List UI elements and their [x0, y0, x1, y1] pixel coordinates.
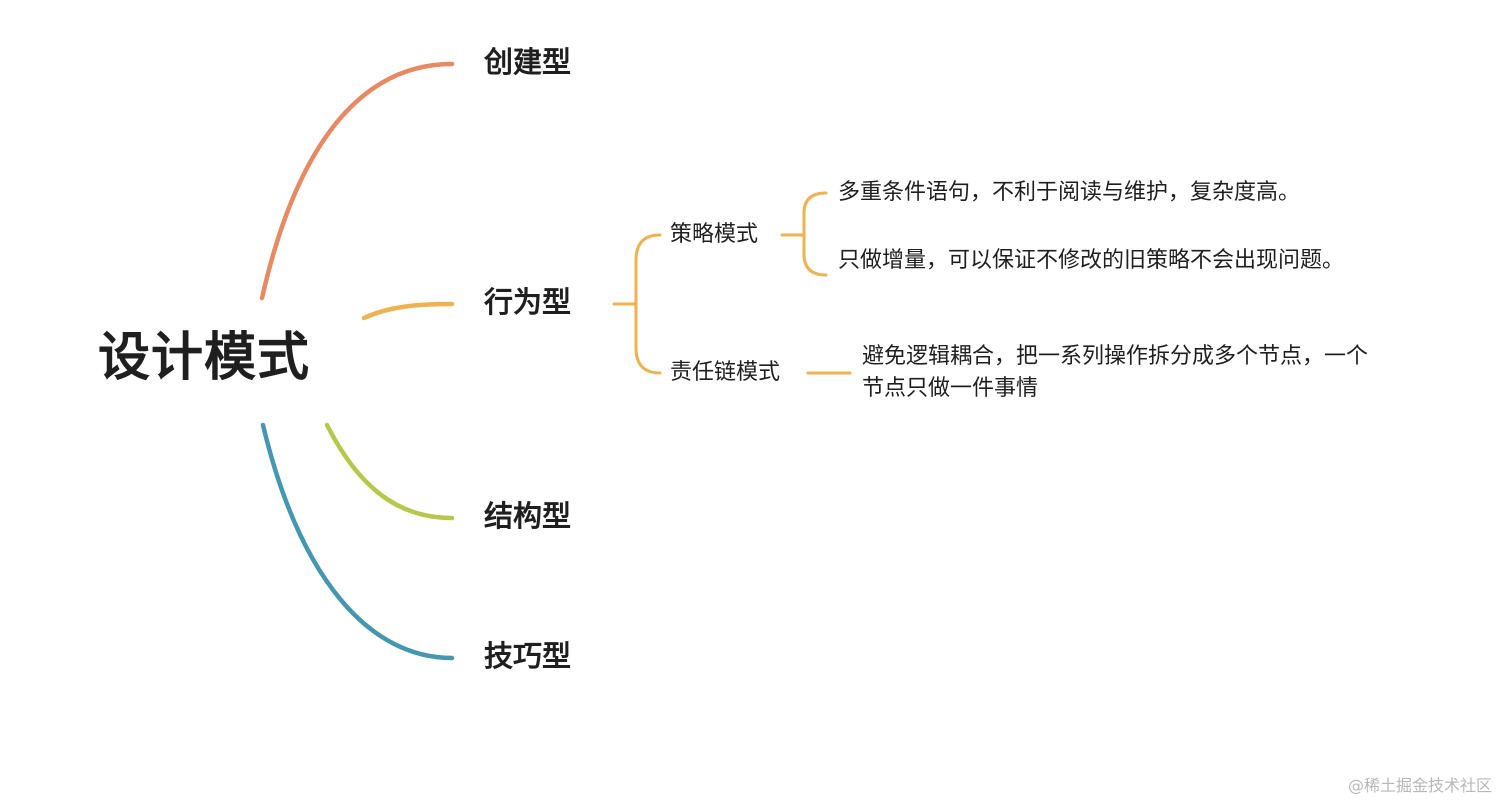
watermark: @稀土掘金技术社区: [1347, 776, 1492, 795]
branch-technique[interactable]: 技巧型: [484, 639, 572, 673]
connector-technique: [260, 422, 455, 661]
note-strategy-drawback[interactable]: 多重条件语句，不利于阅读与维护，复杂度高。: [838, 180, 1301, 205]
connector-structural: [324, 422, 455, 521]
branch-behavioral[interactable]: 行为型: [484, 285, 572, 319]
node-strategy-pattern[interactable]: 策略模式: [670, 222, 759, 247]
connector-behavioral: [361, 301, 455, 321]
connector-strategy-fork: [780, 191, 828, 277]
connector-behavioral-fork: [612, 233, 662, 375]
root-node[interactable]: 设计模式: [98, 328, 311, 388]
note-strategy-benefit[interactable]: 只做增量，可以保证不修改的旧策略不会出现问题。: [838, 248, 1345, 273]
node-chain-of-responsibility[interactable]: 责任链模式: [670, 360, 781, 385]
connector-creational: [259, 61, 455, 301]
branch-creational[interactable]: 创建型: [484, 45, 572, 79]
branch-structural[interactable]: 结构型: [484, 499, 572, 533]
note-chain-benefit[interactable]: 避免逻辑耦合，把一系列操作拆分成多个节点，一个节点只做一件事情: [862, 344, 1369, 401]
